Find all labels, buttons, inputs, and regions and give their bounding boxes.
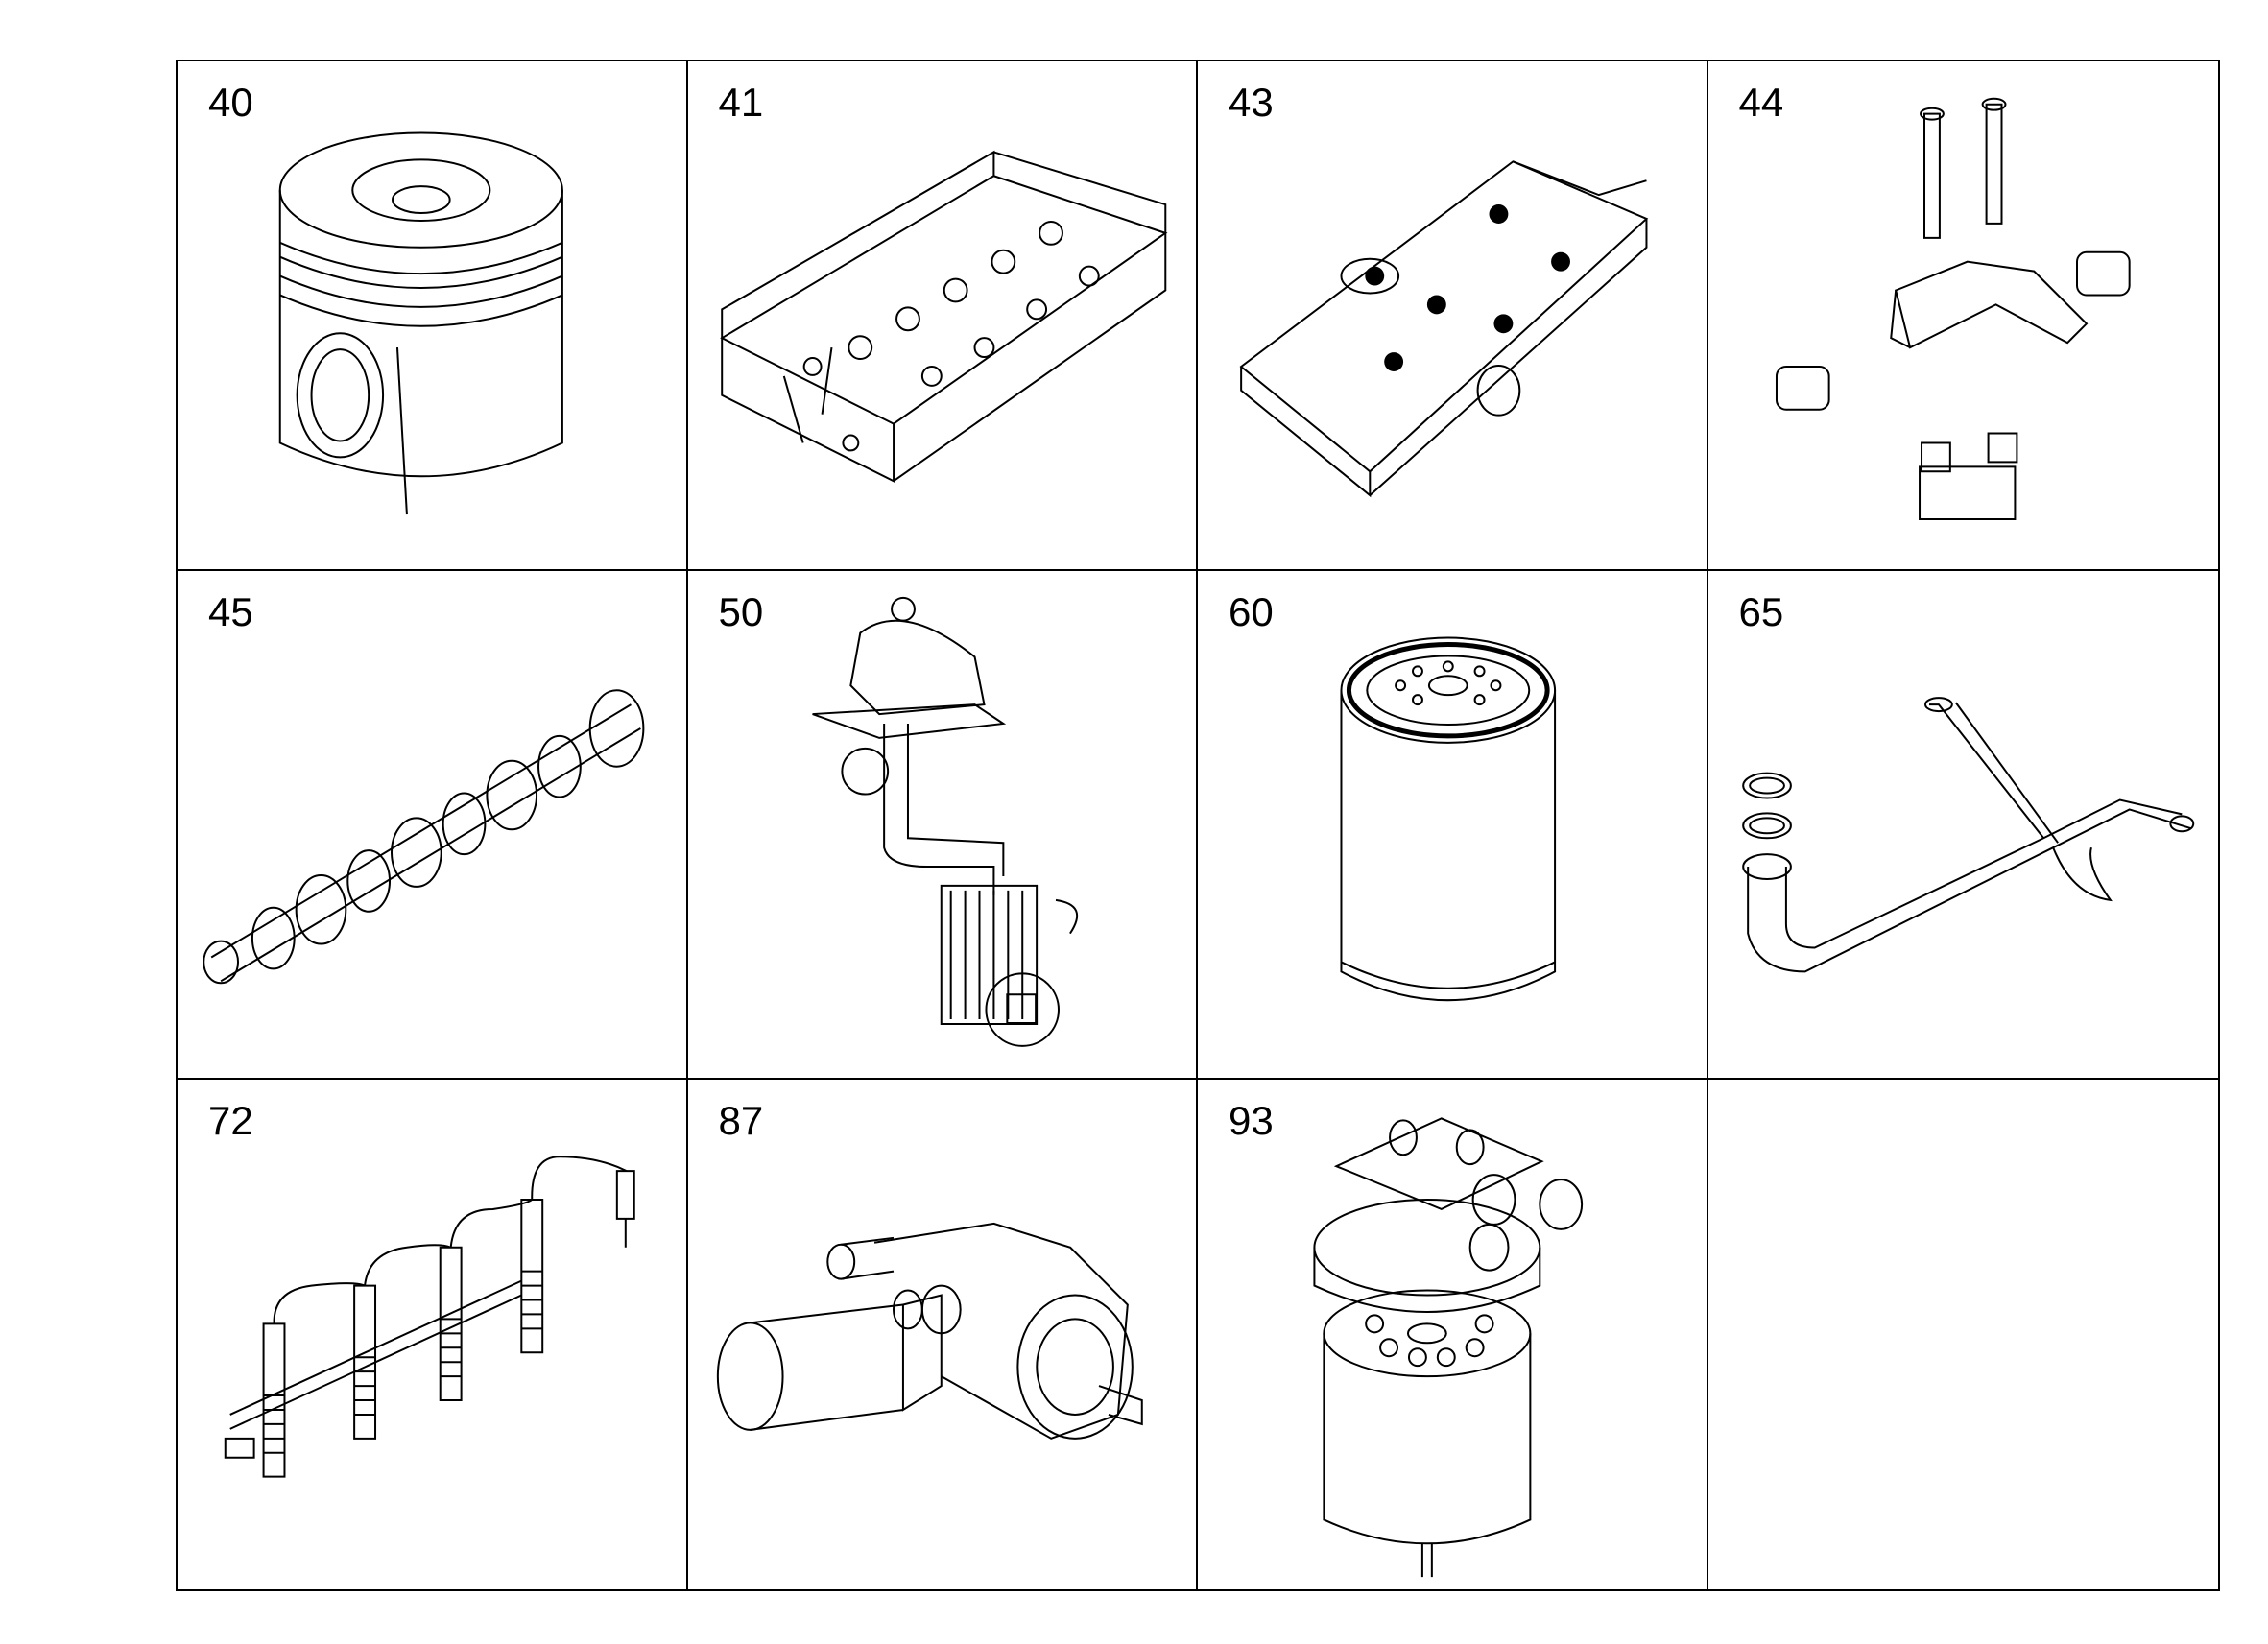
parts-grid: 40 41 (176, 60, 2220, 1591)
part-number: 72 (208, 1098, 253, 1144)
part-cell-72[interactable]: 72 (178, 1080, 688, 1589)
part-cell-93[interactable]: 93 (1198, 1080, 1708, 1589)
valve-cover-icon (1198, 61, 1707, 569)
part-cell-40[interactable]: 40 (178, 61, 688, 571)
part-number: 40 (208, 80, 253, 125)
part-cell-43[interactable]: 43 (1198, 61, 1708, 571)
part-cell-87[interactable]: 87 (688, 1080, 1198, 1589)
part-cell-60[interactable]: 60 (1198, 570, 1708, 1081)
injector-set-icon (178, 1080, 686, 1589)
cylinder-head-icon (688, 61, 1197, 569)
part-number: 65 (1738, 588, 1784, 634)
rocker-arm-icon (1708, 61, 2219, 569)
part-number: 60 (1229, 588, 1274, 634)
part-number: 50 (718, 588, 764, 634)
part-number: 44 (1738, 80, 1784, 125)
fuel-filter-icon (1198, 1080, 1707, 1589)
part-number: 87 (718, 1098, 764, 1144)
part-cell-45[interactable]: 45 (178, 570, 688, 1081)
fuel-pump-icon (688, 1080, 1197, 1589)
part-number: 93 (1229, 1098, 1274, 1144)
part-number: 45 (208, 588, 253, 634)
pipe-icon (1708, 571, 2219, 1079)
part-cell-65[interactable]: 65 (1707, 571, 2219, 1081)
part-number: 41 (718, 80, 764, 125)
part-cell-50[interactable]: 50 (687, 570, 1198, 1081)
piston-icon (178, 61, 686, 569)
camshaft-icon (178, 571, 686, 1079)
part-number: 43 (1229, 80, 1274, 125)
oil-cooler-icon (688, 571, 1197, 1079)
part-cell-44[interactable]: 44 (1707, 61, 2219, 571)
oil-filter-icon (1198, 571, 1707, 1079)
part-cell-41[interactable]: 41 (687, 61, 1198, 571)
empty-cell (1708, 1080, 2219, 1589)
